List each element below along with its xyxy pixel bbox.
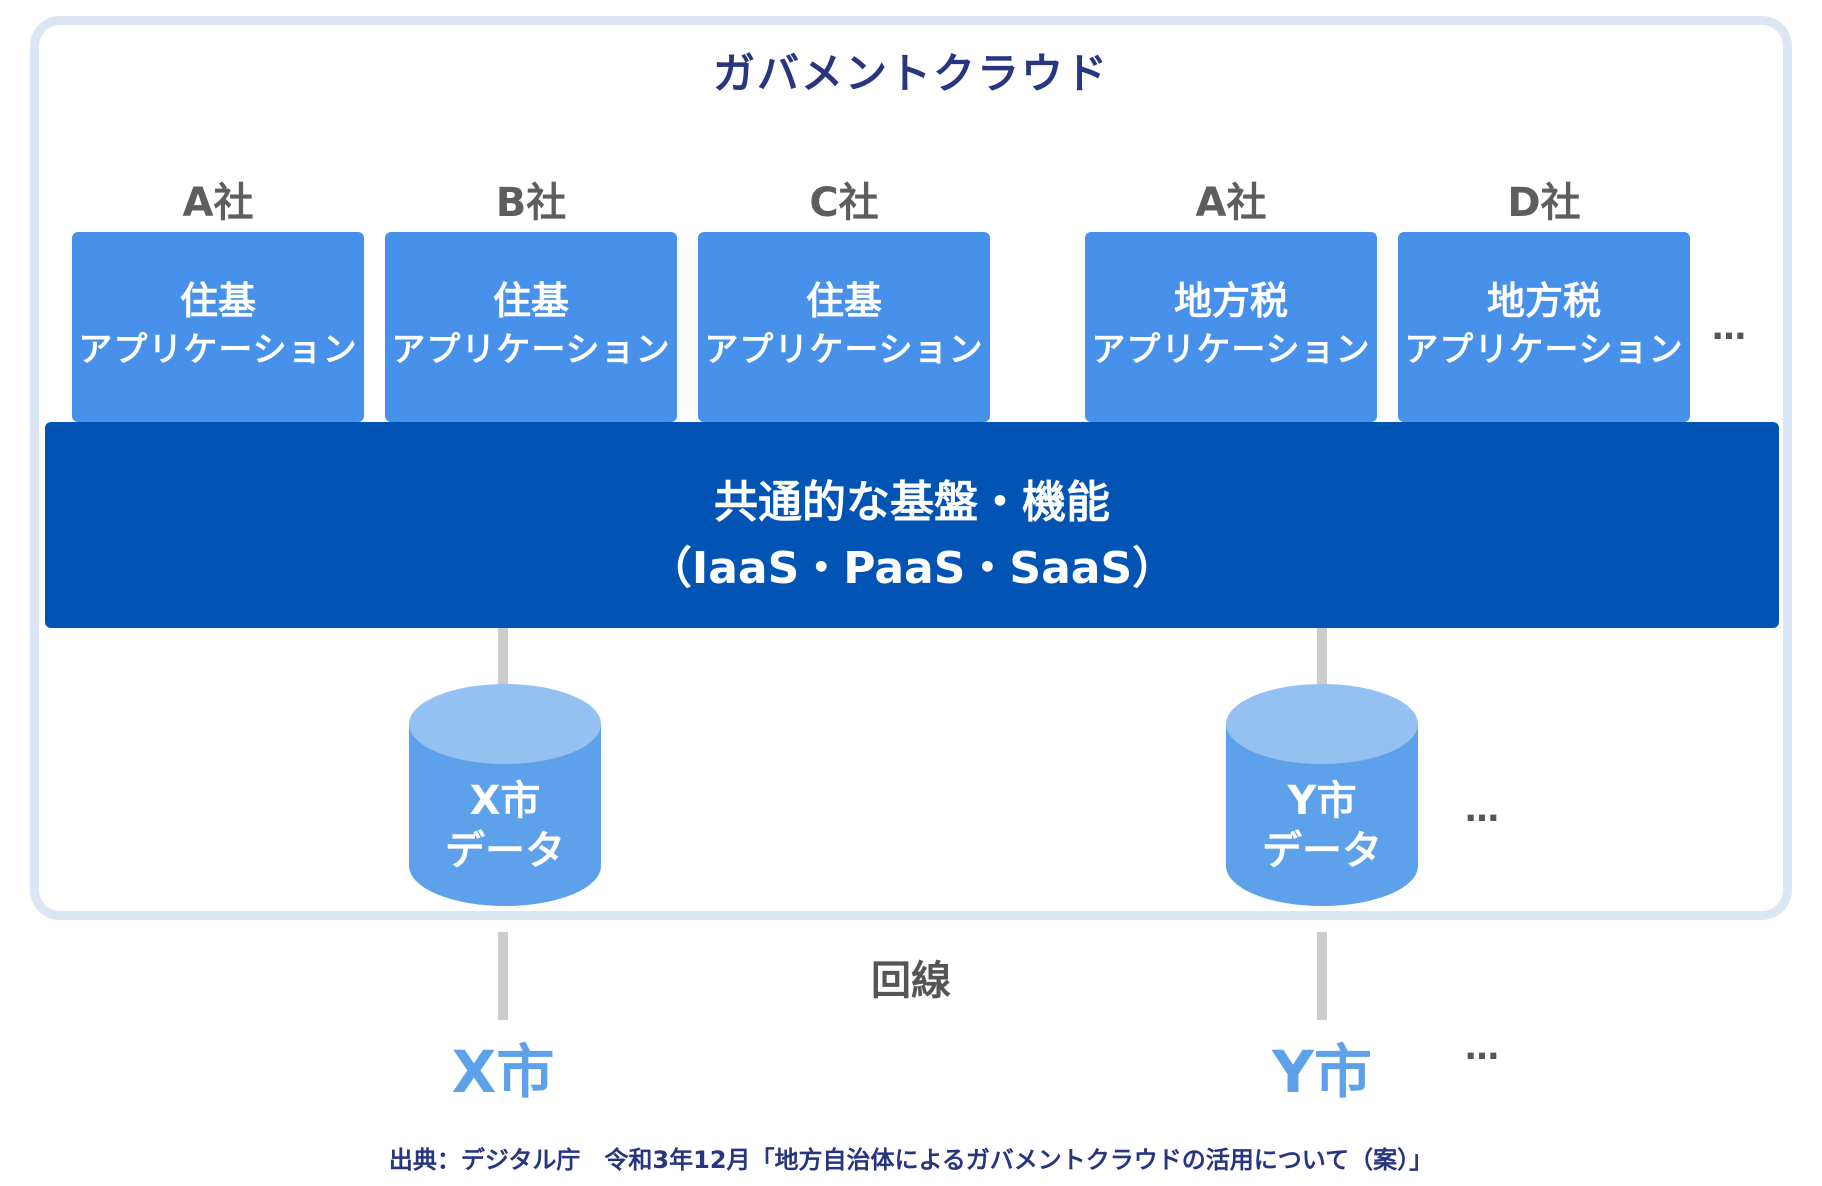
database-label-line2: データ bbox=[1262, 828, 1382, 874]
database-label-x: X市 データ bbox=[409, 776, 601, 876]
app-box-title: 住基 bbox=[179, 279, 256, 323]
app-box-1: 住基 アプリケーション bbox=[72, 232, 364, 422]
city-label-x: X市 bbox=[451, 1038, 555, 1106]
databases-more-ellipsis: … bbox=[1465, 790, 1501, 830]
apps-more-ellipsis: … bbox=[1712, 308, 1748, 348]
app-box-title: 地方税 bbox=[1173, 279, 1288, 323]
company-label-3: C社 bbox=[809, 180, 879, 226]
app-box-4: 地方税 アプリケーション bbox=[1085, 232, 1377, 422]
company-label-5: D社 bbox=[1507, 180, 1581, 226]
app-box-title: 住基 bbox=[492, 279, 569, 323]
app-box-2: 住基 アプリケーション bbox=[385, 232, 677, 422]
database-label-y: Y市 データ bbox=[1226, 776, 1418, 876]
app-box-title: 住基 bbox=[805, 279, 882, 323]
app-box-5: 地方税 アプリケーション bbox=[1398, 232, 1690, 422]
app-box-subtitle: アプリケーション bbox=[1404, 330, 1684, 370]
app-box-subtitle: アプリケーション bbox=[391, 330, 671, 370]
cloud-title: ガバメントクラウド bbox=[712, 49, 1109, 98]
company-label-1: A社 bbox=[182, 180, 254, 226]
platform-title: 共通的な基盤・機能 bbox=[714, 477, 1110, 528]
app-box-3: 住基 アプリケーション bbox=[698, 232, 990, 422]
connector-line-y-upper bbox=[1317, 628, 1327, 688]
connector-line-x-upper bbox=[498, 628, 508, 688]
company-label-2: B社 bbox=[495, 180, 567, 226]
database-label-line1: Y市 bbox=[1287, 778, 1357, 824]
app-box-title: 地方税 bbox=[1486, 279, 1601, 323]
database-cylinder-y bbox=[1226, 684, 1418, 906]
app-box-subtitle: アプリケーション bbox=[78, 330, 358, 370]
platform-subtitle: （IaaS・PaaS・SaaS） bbox=[647, 543, 1177, 594]
app-box-subtitle: アプリケーション bbox=[1091, 330, 1371, 370]
database-cylinder-x bbox=[409, 684, 601, 906]
network-line-label: 回線 bbox=[871, 958, 951, 1004]
cities-more-ellipsis: … bbox=[1465, 1028, 1501, 1068]
database-label-line1: X市 bbox=[469, 778, 541, 824]
company-label-4: A社 bbox=[1195, 180, 1267, 226]
app-box-subtitle: アプリケーション bbox=[704, 330, 984, 370]
connector-line-y-lower bbox=[1317, 932, 1327, 1020]
common-platform-band: 共通的な基盤・機能 （IaaS・PaaS・SaaS） bbox=[45, 422, 1779, 628]
city-label-y: Y市 bbox=[1272, 1038, 1372, 1106]
source-citation: 出典：デジタル庁 令和3年12月「地方自治体によるガバメントクラウドの活用につい… bbox=[388, 1146, 1434, 1174]
connector-line-x-lower bbox=[498, 932, 508, 1020]
database-label-line2: データ bbox=[445, 828, 565, 874]
